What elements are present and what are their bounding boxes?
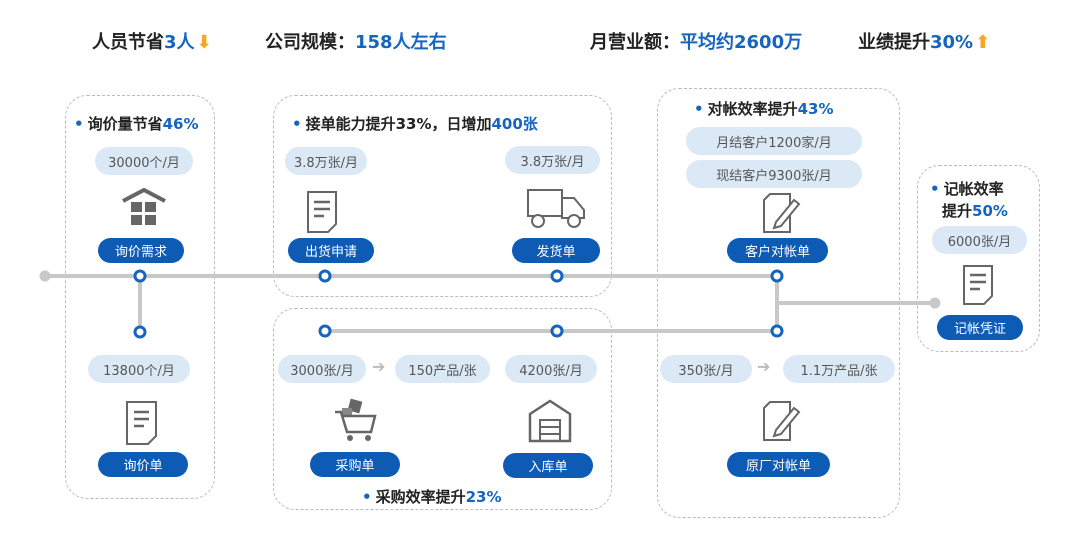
document-icon [963,265,993,305]
label: 人员节省 [92,32,164,53]
inquiry-panel [65,95,215,499]
node [133,269,147,283]
node [550,324,564,338]
truck-icon [527,189,585,228]
title-text: 记帐效率 [943,180,1004,198]
volume-pill: 6000张/月 [932,226,1027,254]
title-value: 46% [162,115,199,133]
bookkeeping-title: •记帐效率提升50% [930,180,1008,220]
edit-document-icon [763,401,801,441]
volume-pill: 3000张/月 [278,355,366,383]
orders-panel [273,95,612,297]
warehouse-receipt-button[interactable]: 入库单 [503,453,593,478]
edit-document-icon [763,193,801,233]
node [318,269,332,283]
volume-pill: 1.1万产品/张 [783,355,895,383]
shopping-cart-icon [335,398,377,441]
value: 平均约2600万 [680,32,803,53]
purchase-title: •采购效率提升23% [362,488,502,506]
value: 158人左右 [355,32,447,53]
volume-pill: 现结客户9300张/月 [686,160,862,188]
company-scale: 公司规模：158人左右 [265,28,447,54]
volume-pill: 3.8万张/月 [505,146,600,174]
performance-growth: 业绩提升30%⬆ [858,28,990,54]
inquiry-title: •询价量节省46% [74,115,199,133]
voucher-button[interactable]: 记帐凭证 [937,315,1023,340]
label: 月营业额： [590,32,680,53]
node [550,269,564,283]
inquiry-connector [138,276,142,331]
volume-pill: 4200张/月 [505,355,597,383]
volume-pill: 30000个/月 [95,147,193,175]
monthly-revenue: 月营业额：平均约2600万 [590,28,802,54]
supplier-statement-button[interactable]: 原厂对帐单 [727,452,830,477]
arrow-right-icon: ➔ [372,357,386,376]
bookkeeping-connector [777,301,935,305]
label: 公司规模： [265,32,355,53]
node [770,324,784,338]
warehouse-icon [122,188,166,225]
volume-pill: 3.8万张/月 [285,147,367,175]
inquiry-form-button[interactable]: 询价单 [98,452,188,477]
purchase-panel [273,308,612,510]
label: 业绩提升 [858,32,930,53]
document-icon [126,401,157,445]
title-text: 提升 [942,202,973,220]
purchase-order-button[interactable]: 采购单 [310,452,400,477]
bookkeeping-panel [917,165,1040,352]
document-icon [307,191,337,233]
reconcile-title: •对帐效率提升43% [694,100,834,118]
value: 3人 [164,32,195,53]
volume-pill: 月结客户1200家/月 [686,127,862,155]
customer-statement-button[interactable]: 客户对帐单 [727,238,828,263]
orders-title: •接单能力提升33%，日增加400张 [292,115,538,133]
arrow-right-icon: ➔ [757,357,771,376]
node [770,269,784,283]
title-value: 43% [797,100,834,118]
title-text: 接单能力提升33%，日增加 [305,115,492,133]
value: 30% [930,32,974,53]
arrow-up-icon: ⬆ [975,32,991,53]
volume-pill: 150产品/张 [395,355,490,383]
main-flow-line [45,274,777,278]
title-value: 23% [465,488,502,506]
delivery-note-button[interactable]: 发货单 [512,238,600,263]
title-text: 采购效率提升 [375,488,466,506]
warehouse-icon [528,399,572,443]
arrow-down-icon: ⬇ [196,32,212,53]
node [133,325,147,339]
volume-pill: 13800个/月 [88,355,190,383]
staff-saving: 人员节省3人⬇ [92,28,212,54]
flow-start-dot [39,270,51,282]
title-value: 400张 [491,115,538,133]
node [318,324,332,338]
title-text: 对帐效率提升 [707,100,798,118]
title-text: 询价量节省 [87,115,163,133]
shipment-request-button[interactable]: 出货申请 [288,238,374,263]
inquiry-demand-button[interactable]: 询价需求 [98,238,184,263]
title-value: 50% [972,202,1008,220]
volume-pill: 350张/月 [660,355,752,383]
bookkeeping-dot [929,297,941,309]
